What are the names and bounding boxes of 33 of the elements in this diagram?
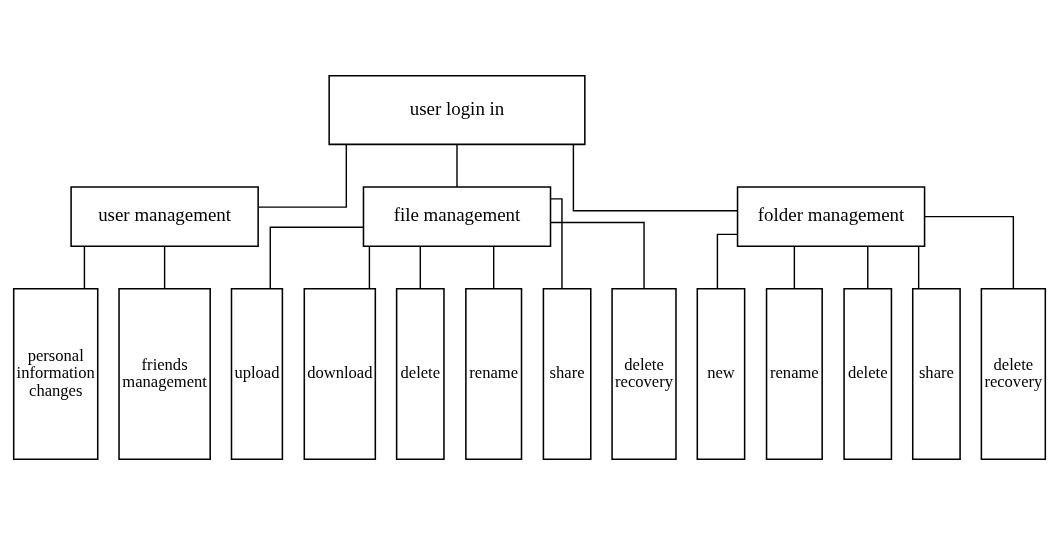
node-box: download xyxy=(303,288,377,461)
connector xyxy=(550,198,563,290)
connector xyxy=(257,143,348,208)
node-box: new xyxy=(696,288,746,461)
connector xyxy=(368,245,371,290)
node-box: delete recovery xyxy=(980,288,1047,461)
node-box: delete xyxy=(395,288,445,461)
connector xyxy=(83,245,86,290)
node-box: rename xyxy=(465,288,523,461)
connector xyxy=(456,144,458,188)
connector xyxy=(924,215,1015,290)
connector xyxy=(793,245,796,290)
node-box: delete xyxy=(843,288,893,461)
node-box: friends management xyxy=(118,288,211,461)
connector xyxy=(572,144,738,212)
node-box: user management xyxy=(70,186,259,247)
connector xyxy=(867,245,869,290)
connector xyxy=(269,226,364,290)
node-box: rename xyxy=(765,288,823,461)
node-box: upload xyxy=(230,288,284,461)
connector xyxy=(917,245,920,290)
connector xyxy=(716,233,738,290)
node-box: delete recovery xyxy=(611,288,677,461)
node-box: folder management xyxy=(736,186,926,247)
connector xyxy=(419,245,421,290)
node-box: user login in xyxy=(328,74,586,146)
connector xyxy=(549,221,645,290)
node-box: file management xyxy=(362,186,552,247)
node-box: personal information changes xyxy=(12,288,99,461)
node-box: share xyxy=(542,288,592,461)
node-box: share xyxy=(911,288,961,461)
connector xyxy=(493,245,495,290)
connector xyxy=(163,245,166,290)
